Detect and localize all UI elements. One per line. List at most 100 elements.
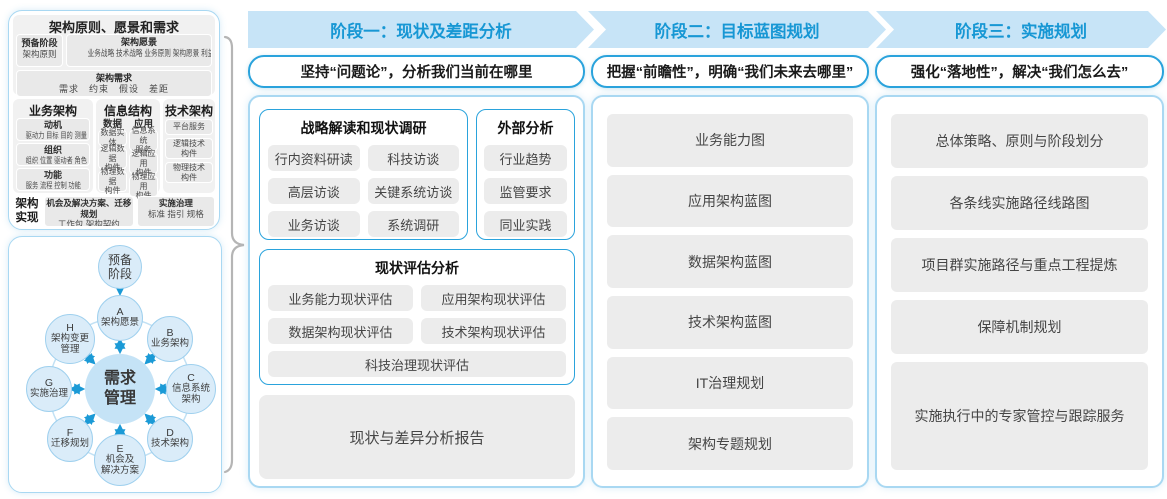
architecture-vision-box: 架构愿景 业务战略 技术战略 业务原则 架构愿景 利益相关者 bbox=[66, 34, 212, 67]
function-sub: 服务 流程 控制 功能 bbox=[25, 181, 81, 191]
business-architecture-column: 业务架构 动机 驱动力 目标 目的 测量 组织 组织 位置 驱动者 角色 功能 … bbox=[13, 99, 93, 193]
opportunities-migration-title: 机会及解决方案、迁移规划 bbox=[46, 198, 132, 219]
application-subcolumn: 应用 信息系统 服务 逻辑应用 构件 物理应用 构件 bbox=[129, 116, 158, 200]
organization-sub: 组织 位置 驱动者 角色 bbox=[25, 156, 88, 166]
strategy-research-grid: 行内资料研读 科技访谈 高层访谈 关键系统访谈 业务访谈 系统调研 bbox=[260, 145, 467, 237]
adm-node-f-label: 迁移规划 bbox=[50, 438, 89, 450]
adm-node-d: D 技术架构 bbox=[147, 416, 193, 462]
external-analysis-group: 外部分析 行业趋势 监管要求 同业实践 bbox=[476, 109, 575, 240]
logical-tech-cell: 逻辑技术 构件 bbox=[164, 138, 213, 159]
assessment-item: 应用架构现状评估 bbox=[421, 285, 566, 311]
phase-1-subtitle: 坚持“问题论”，分析我们当前在哪里 bbox=[248, 55, 585, 88]
external-analysis-list: 行业趋势 监管要求 同业实践 bbox=[477, 145, 574, 237]
architecture-vision-title: 架构愿景 bbox=[120, 37, 157, 47]
phase-2-subtitle: 把握“前瞻性”，明确“我们未来去哪里” bbox=[591, 55, 869, 88]
strategy-item: 高层访谈 bbox=[268, 178, 360, 204]
adm-node-d-label: 技术架构 bbox=[150, 438, 189, 450]
strategy-item: 科技访谈 bbox=[367, 145, 459, 171]
preliminary-phase-sub: 架构原则 bbox=[22, 49, 57, 60]
adm-node-g-id: G bbox=[44, 376, 54, 389]
architecture-requirements-title: 架构需求 bbox=[95, 73, 132, 83]
motivation-box: 动机 驱动力 目标 目的 测量 bbox=[16, 118, 90, 141]
architecture-vision-sub: 业务战略 技术战略 业务原则 架构愿景 利益相关者 bbox=[87, 48, 211, 59]
motivation-sub: 驱动力 目标 目的 测量 bbox=[25, 131, 88, 141]
adm-node-a: A 架构愿景 bbox=[97, 295, 143, 341]
implementation-governance-title: 实施治理 bbox=[158, 198, 193, 208]
gap-analysis-report-box: 现状与差异分析报告 bbox=[259, 395, 575, 479]
assessment-grid: 业务能力现状评估 应用架构现状评估 数据架构现状评估 技术架构现状评估 科技治理… bbox=[260, 285, 574, 377]
organization-title: 组织 bbox=[43, 145, 62, 155]
external-item: 监管要求 bbox=[484, 178, 567, 204]
architecture-content-framework-panel: 架构原则、愿景和需求 预备阶段 架构原则 架构愿景 业务战略 技术战略 业务原则… bbox=[8, 10, 220, 230]
implementation-item: 总体策略、原则与阶段划分 bbox=[891, 114, 1148, 168]
adm-node-a-label: 架构愿景 bbox=[100, 317, 139, 329]
architecture-domains-row: 业务架构 动机 驱动力 目标 目的 测量 组织 组织 位置 驱动者 角色 功能 … bbox=[13, 99, 215, 200]
technology-architecture-column: 技术架构 平台服务 逻辑技术 构件 物理技术 构件 bbox=[162, 99, 215, 193]
adm-node-g: G 实施治理 bbox=[26, 366, 72, 412]
assessment-item: 业务能力现状评估 bbox=[268, 285, 413, 311]
adm-node-f-id: F bbox=[66, 426, 74, 439]
organization-box: 组织 组织 位置 驱动者 角色 bbox=[16, 143, 90, 166]
physical-app-cell: 物理应用 构件 bbox=[129, 172, 158, 200]
phase-3-stack: 总体策略、原则与阶段划分 各条线实施路径线路图 项目群实施路径与重点工程提炼 保… bbox=[877, 97, 1162, 486]
blueprint-item: 数据架构蓝图 bbox=[607, 235, 853, 289]
adm-node-h-label: 架构变更 管理 bbox=[50, 333, 89, 355]
adm-node-d-id: D bbox=[166, 426, 174, 439]
blueprint-item: 应用架构蓝图 bbox=[607, 174, 853, 228]
strategy-item: 行内资料研读 bbox=[268, 145, 360, 171]
opportunities-migration-sub: 工作包 架构契约 bbox=[57, 219, 120, 227]
external-item: 同业实践 bbox=[484, 211, 567, 237]
adm-node-a-id: A bbox=[116, 305, 124, 318]
principles-vision-requirements-section: 架构原则、愿景和需求 预备阶段 架构原则 架构愿景 业务战略 技术战略 业务原则… bbox=[13, 15, 215, 97]
curly-brace bbox=[223, 35, 245, 474]
preliminary-phase-box: 预备阶段 架构原则 bbox=[16, 34, 63, 67]
adm-node-h-id: H bbox=[66, 321, 74, 334]
logical-data-cell: 逻辑数据 构件 bbox=[98, 144, 127, 172]
adm-node-c: C 信息系统 架构 bbox=[166, 364, 216, 414]
phase-2-header-band: 阶段二：目标蓝图规划 bbox=[588, 11, 886, 48]
data-entity-cell: 数据实体 bbox=[98, 128, 127, 147]
application-subcolumn-title: 应用 bbox=[133, 119, 153, 130]
phase-3-content: 总体策略、原则与阶段划分 各条线实施路径线路图 项目群实施路径与重点工程提炼 保… bbox=[875, 95, 1164, 488]
adm-center-requirements-management: 需求 管理 bbox=[85, 354, 155, 424]
adm-node-preliminary: 预备 阶段 bbox=[98, 245, 142, 289]
implementation-governance-box: 实施治理 标准 指引 规格 bbox=[136, 196, 215, 227]
assessment-item: 技术架构现状评估 bbox=[421, 318, 566, 344]
function-box: 功能 服务 流程 控制 功能 bbox=[16, 168, 90, 191]
adm-node-e: E 机会及 解决方案 bbox=[94, 434, 146, 486]
architecture-realization-title: 架构实现 bbox=[15, 197, 39, 224]
architecture-realization-row: 架构实现 机会及解决方案、迁移规划 工作包 架构契约 实施治理 标准 指引 规格 bbox=[13, 196, 215, 227]
blueprint-item: 业务能力图 bbox=[607, 114, 853, 167]
adm-node-e-label: 机会及 解决方案 bbox=[100, 454, 139, 476]
assessment-item: 科技治理现状评估 bbox=[268, 351, 566, 377]
framework-title: 架构原则、愿景和需求 bbox=[48, 20, 179, 35]
information-structure-column: 信息结构 数据 数据实体 逻辑数据 构件 物理数据 构件 应用 信息系统 服务 … bbox=[96, 99, 160, 200]
strategy-research-title: 战略解读和现状调研 bbox=[300, 120, 427, 136]
technology-architecture-title: 技术架构 bbox=[164, 104, 213, 118]
physical-tech-cell: 物理技术 构件 bbox=[164, 162, 213, 183]
implementation-item: 实施执行中的专家管控与跟踪服务 bbox=[891, 362, 1148, 470]
information-subcolumns: 数据 数据实体 逻辑数据 构件 物理数据 构件 应用 信息系统 服务 逻辑应用 … bbox=[98, 116, 158, 200]
data-subcolumn-title: 数据 bbox=[102, 119, 122, 130]
external-analysis-title: 外部分析 bbox=[497, 120, 554, 136]
information-structure-title: 信息结构 bbox=[103, 104, 152, 118]
adm-node-c-label: 信息系统 架构 bbox=[171, 383, 210, 405]
architecture-requirements-box: 架构需求 需求 约束 假设 差距 bbox=[16, 70, 212, 97]
adm-node-h: H 架构变更 管理 bbox=[45, 314, 95, 364]
adm-node-b-label: 业务架构 bbox=[150, 338, 189, 350]
strategy-item: 业务访谈 bbox=[268, 211, 360, 237]
current-state-assessment-group: 现状评估分析 业务能力现状评估 应用架构现状评估 数据架构现状评估 技术架构现状… bbox=[259, 249, 575, 385]
adm-node-f: F 迁移规划 bbox=[47, 416, 93, 462]
adm-node-e-id: E bbox=[116, 442, 124, 455]
motivation-title: 动机 bbox=[43, 120, 62, 130]
assessment-item: 数据架构现状评估 bbox=[268, 318, 413, 344]
implementation-item: 保障机制规划 bbox=[891, 300, 1148, 354]
adm-node-b-id: B bbox=[166, 326, 174, 339]
phase-1-content: 战略解读和现状调研 行内资料研读 科技访谈 高层访谈 关键系统访谈 业务访谈 系… bbox=[248, 95, 585, 488]
function-title: 功能 bbox=[43, 170, 62, 180]
opportunities-migration-box: 机会及解决方案、迁移规划 工作包 架构契约 bbox=[44, 196, 134, 227]
strategy-item: 系统调研 bbox=[367, 211, 459, 237]
phase-2-stack: 业务能力图 应用架构蓝图 数据架构蓝图 技术架构蓝图 IT治理规划 架构专题规划 bbox=[593, 97, 867, 486]
architecture-requirements-sub: 需求 约束 假设 差距 bbox=[58, 84, 169, 95]
phase-3-subtitle: 强化“落地性”，解决“我们怎么去” bbox=[875, 55, 1164, 88]
